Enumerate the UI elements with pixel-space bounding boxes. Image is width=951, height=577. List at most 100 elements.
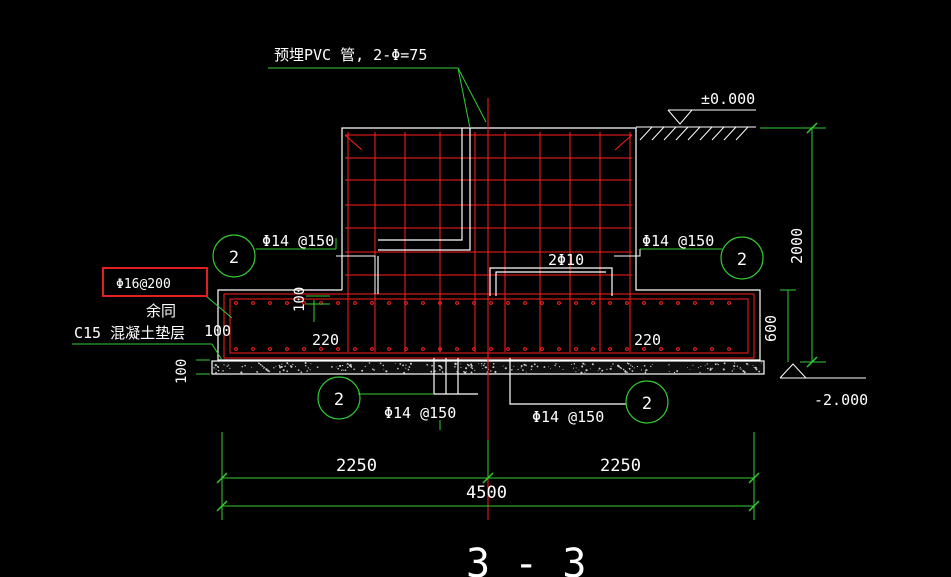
hatch-dot bbox=[644, 371, 647, 373]
hatch-dot bbox=[342, 369, 344, 371]
hatch-dot bbox=[636, 365, 639, 368]
hatch-dot bbox=[470, 371, 473, 374]
hatch-dot bbox=[485, 366, 488, 369]
hatch-dot bbox=[622, 368, 625, 371]
rebar-dot bbox=[353, 347, 357, 351]
hatch-dot bbox=[279, 371, 281, 373]
hatch-dot bbox=[267, 369, 270, 372]
bubble-label: 2 bbox=[334, 390, 344, 410]
hatch-dot bbox=[550, 367, 552, 369]
pvc-pipe-label: 预埋PVC 管, 2-Φ=75 bbox=[274, 46, 427, 64]
hatch-dot bbox=[712, 367, 714, 369]
rebar-dot bbox=[710, 347, 714, 351]
hatch-dot bbox=[215, 368, 217, 370]
hatch-dot bbox=[692, 364, 694, 366]
hatch-dot bbox=[575, 367, 577, 369]
hatch-dot bbox=[717, 363, 719, 365]
hatch-dot bbox=[630, 364, 632, 366]
rebar-dot bbox=[268, 347, 272, 351]
hatch-dot bbox=[354, 368, 356, 370]
hatch-dot bbox=[214, 364, 217, 367]
highlight-box[interactable] bbox=[102, 267, 208, 297]
rebar-dot bbox=[472, 301, 476, 305]
hatch-dot bbox=[294, 366, 297, 368]
rebar-label-bottom-left: Φ14 @150 bbox=[384, 404, 456, 422]
hatch-dot bbox=[736, 365, 739, 367]
hatch-dot bbox=[465, 371, 467, 373]
hatch-dot bbox=[626, 362, 629, 364]
hatch-dot bbox=[361, 369, 364, 372]
dim-4500-label: 4500 bbox=[466, 483, 507, 503]
rebar-dot bbox=[336, 347, 340, 351]
detail-bubble-lower-left: 2 bbox=[317, 376, 361, 420]
hatch-dot bbox=[241, 365, 244, 368]
hatch-dot bbox=[440, 365, 442, 368]
hatch-dot bbox=[651, 363, 653, 365]
rebar-dot bbox=[523, 301, 527, 305]
rebar-dot bbox=[455, 347, 459, 351]
hatch-dot bbox=[543, 366, 546, 368]
hatch-dot bbox=[426, 363, 429, 366]
hatch-dot bbox=[633, 367, 635, 369]
hatch-dot bbox=[745, 362, 748, 365]
hatch-dot bbox=[466, 363, 469, 366]
hatch-dot bbox=[733, 368, 735, 370]
hatch-dot bbox=[471, 367, 474, 370]
hatch-dot bbox=[465, 367, 468, 370]
hatch-dot bbox=[517, 368, 519, 371]
hatch-dot bbox=[525, 371, 527, 373]
rebar-dot bbox=[438, 347, 442, 351]
hatch-dot bbox=[536, 365, 539, 368]
hatch-dot bbox=[484, 362, 486, 365]
hatch-dot bbox=[645, 369, 648, 372]
hatch-dot bbox=[578, 369, 580, 371]
rebar-dot bbox=[319, 347, 323, 351]
hatch-dot bbox=[606, 368, 608, 370]
hatch-dot bbox=[439, 368, 441, 371]
hatch-dot bbox=[558, 366, 561, 368]
rebar-dot bbox=[523, 347, 527, 351]
hatch-dot bbox=[397, 367, 399, 370]
section-title: 3 - 3 bbox=[466, 541, 586, 577]
hatch-dot bbox=[609, 367, 612, 370]
hatch-dot bbox=[288, 364, 290, 365]
hatch-dot bbox=[385, 370, 388, 373]
elevation-top-label: ±0.000 bbox=[701, 90, 755, 108]
hatch-dot bbox=[601, 369, 604, 372]
hatch-dot bbox=[722, 368, 725, 371]
hatch-dot bbox=[597, 370, 599, 372]
cushion-hatch bbox=[213, 362, 762, 374]
hatch-dot bbox=[213, 367, 215, 369]
hatch-dot bbox=[480, 365, 482, 367]
rebar-dot bbox=[268, 301, 272, 305]
hatch-dot bbox=[227, 364, 230, 366]
hatch-dot bbox=[470, 364, 473, 367]
hatch-dot bbox=[349, 365, 352, 368]
hatch-dot bbox=[368, 362, 371, 364]
rebar-dot bbox=[727, 301, 731, 305]
hatch-dot bbox=[522, 369, 524, 371]
hatch-dot bbox=[627, 363, 630, 365]
hatch-dot bbox=[760, 362, 762, 364]
rebar-dot bbox=[336, 301, 340, 305]
hatch-dot bbox=[262, 366, 264, 367]
hatch-dot bbox=[640, 369, 643, 371]
hatch-dot bbox=[309, 369, 311, 371]
rebar-dot bbox=[591, 347, 595, 351]
hatch-dot bbox=[582, 362, 585, 365]
hatch-dot bbox=[571, 363, 573, 365]
hatch-dot bbox=[268, 371, 271, 373]
rebar-dot bbox=[302, 347, 306, 351]
rebar-dot bbox=[370, 301, 374, 305]
hatch-dot bbox=[407, 368, 410, 371]
hatch-dot bbox=[340, 369, 343, 372]
hatch-dot bbox=[454, 366, 456, 368]
hatch-dot bbox=[279, 365, 281, 367]
hatch-dot bbox=[754, 366, 757, 369]
dimension-ticks bbox=[216, 122, 818, 512]
hatch-dot bbox=[244, 364, 246, 367]
rebar-dot bbox=[676, 347, 680, 351]
hatch-dot bbox=[408, 366, 411, 368]
hatch-dot bbox=[222, 370, 224, 372]
hatch-dot bbox=[343, 369, 345, 371]
